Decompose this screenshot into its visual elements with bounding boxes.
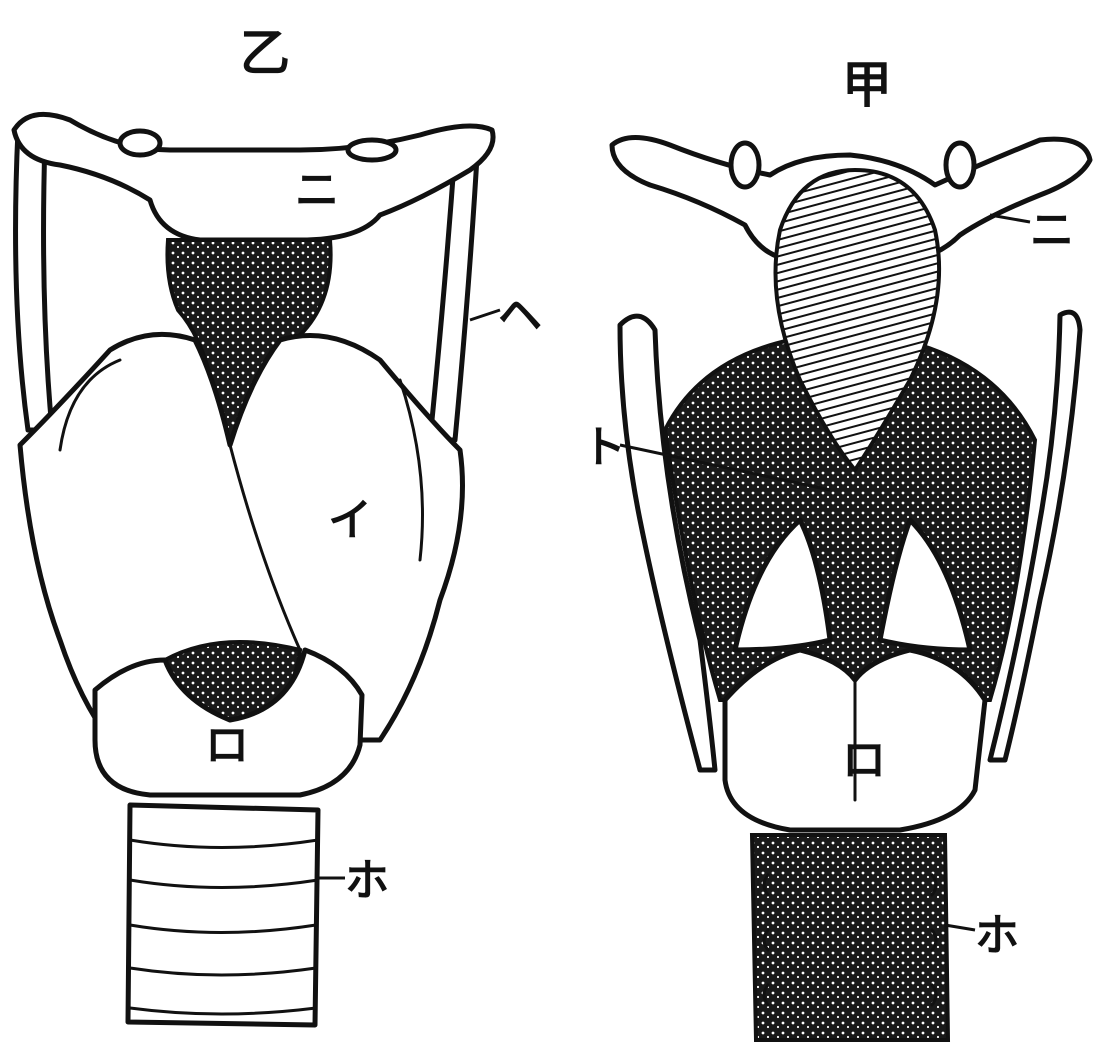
- right-label-hyoid: ニ: [1030, 205, 1074, 256]
- left-trachea: [128, 805, 318, 1025]
- left-larynx-view: 乙 イ ロ ニ ヘ ホ: [14, 23, 542, 1025]
- left-hyoid-bone: [14, 114, 493, 240]
- left-label-ligament: ヘ: [498, 290, 542, 341]
- right-hyoid-lesser-horn-right: [946, 143, 974, 187]
- left-figure-title: 乙: [240, 23, 290, 82]
- left-label-trachea: ホ: [345, 855, 389, 906]
- right-label-trachea: ホ: [975, 910, 1019, 961]
- right-leader-trachea: [945, 925, 975, 930]
- left-label-thyroid: イ: [328, 495, 372, 546]
- left-label-cricoid: ロ: [205, 720, 249, 771]
- left-hyoid-lesser-horn-left: [120, 131, 160, 155]
- right-label-cricoid: ロ: [842, 735, 886, 786]
- right-leader-hyoid: [990, 215, 1030, 222]
- right-trachea: [752, 835, 948, 1040]
- right-figure-title: 甲: [842, 55, 892, 114]
- left-hyoid-lesser-horn-right: [348, 140, 396, 160]
- right-hyoid-lesser-horn-left: [731, 143, 759, 187]
- right-label-vocal: ト: [582, 422, 626, 473]
- left-leader-ligament: [470, 310, 500, 320]
- left-label-hyoid: ニ: [295, 165, 339, 216]
- right-larynx-view: 甲 ニ ト ロ ホ: [582, 55, 1090, 1040]
- left-thyrohyoid-ligament-left: [16, 130, 52, 430]
